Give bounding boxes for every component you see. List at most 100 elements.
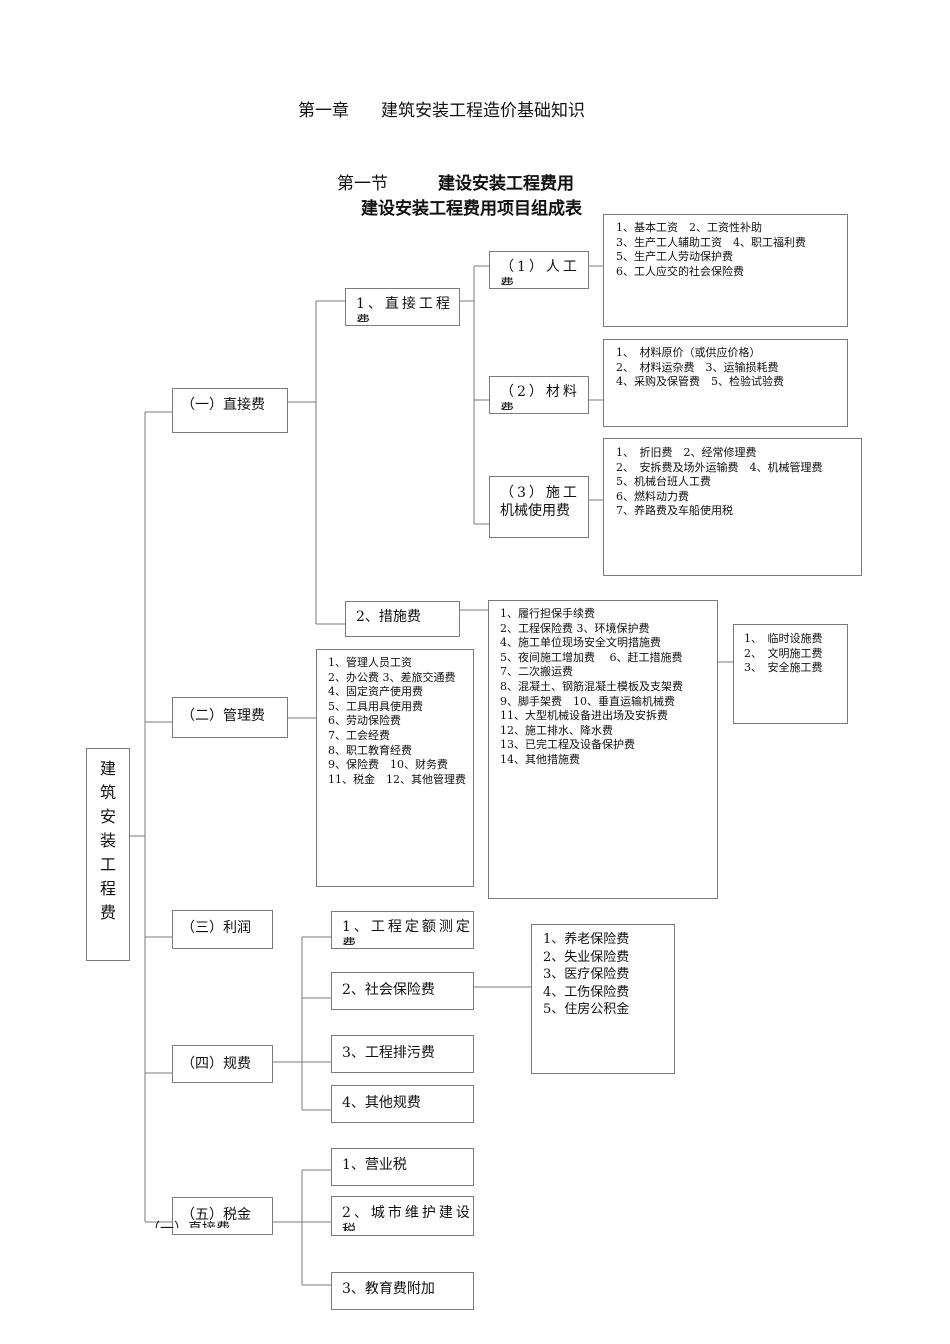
list-item: 3、生产工人辅助工资 4、职工福利费 [616, 235, 806, 249]
machinery-fee-label-line2: 机械使用费 [500, 503, 570, 519]
section-title: 建设安装工程费用 [438, 174, 574, 194]
section-heading: 第一节 建设安装工程费用 [337, 169, 574, 194]
fees-box: （四）规费 [172, 1045, 273, 1083]
machinery-fee-detail-box: 1、 折旧费 2、经常修理费 2、 安拆费及场外运输费 4、机械管理费 5、机械… [603, 438, 862, 576]
labor-fee-detail-box: 1、基本工资 2、工资性补助 3、生产工人辅助工资 4、职工福利费 5、生产工人… [603, 214, 848, 327]
tax-child-3-label: 3、教育费附加 [342, 1281, 435, 1297]
list-item: 5、夜间施工增加费 6、赶工措施费 [500, 650, 683, 664]
material-fee-detail-box: 1、 材料原价（或供应价格） 2、 材料运杂费 3、运输损耗费 4、采购及保管费… [603, 339, 848, 427]
social-insurance-detail-box: 1、养老保险费 2、失业保险费 3、医疗保险费 4、工伤保险费 5、住房公积金 [531, 924, 675, 1074]
fees-child-3-box: 3、工程排污费 [331, 1035, 474, 1073]
tax-child-3-box: 3、教育费附加 [331, 1272, 474, 1310]
material-fee-label-tail: 费 [500, 402, 514, 410]
machinery-fee-items: 1、 折旧费 2、经常修理费 2、 安拆费及场外运输费 4、机械管理费 5、机械… [616, 446, 823, 519]
list-item: 1、 材料原价（或供应价格） [616, 346, 761, 359]
list-item: 2、工程保险费 3、环境保护费 [500, 621, 650, 635]
list-item: 6、工人应交的社会保险费 [616, 264, 744, 278]
list-item: 1、基本工资 2、工资性补助 [616, 221, 762, 234]
fees-child-4-box: 4、其他规费 [331, 1085, 474, 1123]
tax-child-1-box: 1、营业税 [331, 1148, 474, 1186]
list-item: 5、生产工人劳动保护费 [616, 250, 733, 264]
profit-box: （三）利润 [172, 910, 273, 949]
list-item: 2、 文明施工费 [744, 646, 823, 660]
management-fee-items: 1、管理人员工资 2、办公费 3、差旅交通费 4、固定资产使用费 5、工具用具使… [328, 656, 468, 787]
measures-fee-detail-box: 1、履行担保手续费 2、工程保险费 3、环境保护费 4、施工单位现场安全文明措施… [488, 600, 718, 899]
list-item: 5、住房公积金 [543, 1002, 630, 1017]
table-title: 建设安装工程费用项目组成表 [361, 199, 582, 219]
list-item: 6、燃料动力费 [616, 489, 689, 503]
list-item: 7、养路费及车船使用税 [616, 504, 733, 518]
list-item: 2、失业保险费 [543, 949, 630, 965]
list-item: 11、税金 12、其他管理费 [328, 772, 466, 786]
machinery-fee-label-line1: （3）施工 [500, 485, 580, 501]
chapter-title: 建筑安装工程造价基础知识 [381, 101, 585, 121]
list-item: 1、 折旧费 2、经常修理费 [616, 446, 757, 459]
chapter-heading: 第一章 建筑安装工程造价基础知识 [298, 96, 585, 121]
material-fee-items: 1、 材料原价（或供应价格） 2、 材料运杂费 3、运输损耗费 4、采购及保管费… [616, 346, 784, 390]
measures-sub-box: 1、 临时设施费 2、 文明施工费 3、 安全施工费 [733, 624, 848, 724]
list-item: 3、 安全施工费 [744, 661, 823, 675]
list-item: 9、脚手架费 10、垂直运输机械费 [500, 694, 675, 708]
direct-engineering-label-tail: 费 [356, 314, 370, 322]
tax-label: （五）税金 [181, 1207, 251, 1223]
labor-fee-label: （1）人工 [500, 259, 580, 275]
section-number: 第一节 [337, 174, 388, 194]
list-item: 11、大型机械设备进出场及安拆费 [500, 709, 668, 723]
machinery-fee-box: （3）施工 机械使用费 [489, 476, 589, 538]
direct-engineering-label: 1、直接工程 [356, 296, 453, 312]
fees-child-1-box: 1、工程定额测定 费 [331, 911, 474, 949]
fees-label: （四）规费 [181, 1056, 251, 1072]
list-item: 1、管理人员工资 [328, 656, 412, 669]
tax-child-2-box: 2、城市维护建设 税 [331, 1196, 474, 1236]
direct-fee-box: （一）直接费 [172, 388, 288, 433]
direct-fee-label: （一）直接费 [181, 397, 265, 413]
list-item: 8、职工教育经费 [328, 743, 412, 757]
tax-child-1-label: 1、营业税 [342, 1157, 407, 1173]
list-item: 3、医疗保险费 [543, 967, 630, 982]
list-item: 2、 材料运杂费 3、运输损耗费 [616, 360, 779, 374]
management-fee-box: （二）管理费 [172, 697, 288, 738]
list-item: 8、混凝土、钢筋混凝土模板及支架费 [500, 679, 683, 693]
tax-child-2-label: 2、城市维护建设 [342, 1205, 473, 1221]
chapter-number: 第一章 [298, 101, 349, 121]
list-item: 12、施工排水、降水费 [500, 723, 613, 737]
labor-fee-items: 1、基本工资 2、工资性补助 3、生产工人辅助工资 4、职工福利费 5、生产工人… [616, 221, 806, 279]
list-item: 6、劳动保险费 [328, 714, 401, 728]
list-item: 14、其他措施费 [500, 752, 580, 766]
labor-fee-box: （1）人工 费 [489, 251, 589, 289]
fees-child-1-label-tail: 费 [342, 937, 356, 945]
list-item: 13、已完工程及设备保护费 [500, 738, 635, 752]
list-item: 2、 安拆费及场外运输费 4、机械管理费 [616, 460, 823, 474]
list-item: 4、固定资产使用费 [328, 685, 423, 699]
fees-child-2-label: 2、社会保险费 [342, 982, 435, 998]
tax-box: （五）税金 [172, 1197, 273, 1235]
list-item: 1、履行担保手续费 [500, 607, 595, 620]
list-item: 9、保险费 10、财务费 [328, 758, 448, 772]
fees-child-4-label: 4、其他规费 [342, 1095, 421, 1111]
list-item: 5、工具用具使用费 [328, 699, 423, 713]
list-item: 4、工伤保险费 [543, 984, 630, 1000]
profit-label: （三）利润 [181, 920, 251, 936]
measures-sub-items: 1、 临时设施费 2、 文明施工费 3、 安全施工费 [744, 632, 823, 676]
material-fee-box: （2）材料 费 [489, 376, 589, 414]
measures-fee-label: 2、措施费 [356, 609, 421, 625]
fees-child-3-label: 3、工程排污费 [342, 1045, 435, 1061]
list-item: 4、施工单位现场安全文明措施费 [500, 636, 661, 650]
measures-fee-box: 2、措施费 [345, 601, 460, 637]
management-fee-detail-box: 1、管理人员工资 2、办公费 3、差旅交通费 4、固定资产使用费 5、工具用具使… [316, 649, 474, 887]
list-item: 1、养老保险费 [543, 932, 630, 947]
list-item: 7、工会经费 [328, 728, 390, 742]
list-item: 7、二次搬运费 [500, 665, 573, 679]
measures-fee-items: 1、履行担保手续费 2、工程保险费 3、环境保护费 4、施工单位现场安全文明措施… [500, 607, 683, 768]
labor-fee-label-tail: 费 [500, 277, 514, 285]
list-item: 4、采购及保管费 5、检验试验费 [616, 375, 784, 389]
root-label: 建筑安装工程费 [99, 759, 116, 922]
list-item: 5、机械台班人工费 [616, 475, 711, 489]
material-fee-label: （2）材料 [500, 384, 580, 400]
fees-child-1-label: 1、工程定额测定 [342, 919, 473, 935]
list-item: 2、办公费 3、差旅交通费 [328, 670, 456, 684]
root-box: 建筑安装工程费 [86, 748, 130, 961]
list-item: 1、 临时设施费 [744, 632, 823, 645]
overlap-text: （一）直接费 [146, 1220, 256, 1228]
